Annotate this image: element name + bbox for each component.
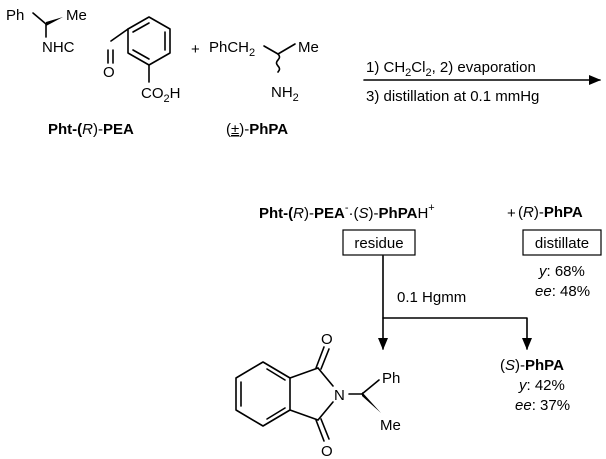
atom-o-top: O <box>321 331 333 348</box>
reactant-pht-r-pea: Ph Me NHC O CO2H Pht-(R)-PEA <box>6 7 180 138</box>
wedge-bond-me <box>46 17 63 26</box>
atom-phch2: PhCH2 <box>209 39 255 59</box>
bond-ch-to-ph <box>361 379 380 395</box>
bond-c-top <box>289 367 319 379</box>
bond-co-bot-1 <box>315 419 325 442</box>
wavy-bond-nh2 <box>275 53 281 73</box>
atom-n: N <box>334 387 345 404</box>
residue-label: residue <box>354 235 403 252</box>
bond-ch-to-me <box>277 43 296 55</box>
distillate-label: distillate <box>535 235 589 252</box>
atom-nh2: NH2 <box>271 84 299 104</box>
bond-stereo-to-ph <box>32 12 47 25</box>
bond-ring-to-amide-c <box>110 28 129 42</box>
condition-line-1: 1) CH2Cl2, 2) evaporation <box>366 59 536 79</box>
bond-c-bottom <box>289 409 319 421</box>
atom-me-product: Me <box>380 417 401 434</box>
atom-co2h: CO2H <box>141 85 180 105</box>
residue-box <box>342 229 416 256</box>
r-phpa-yield: y: 68% <box>538 263 585 280</box>
compound-name-phpa: (±)-PhPA <box>226 121 288 138</box>
bond-co-bot-2 <box>320 418 330 440</box>
product-benzene-ring <box>235 361 291 427</box>
atom-o-bottom: O <box>321 443 333 459</box>
plus-sign-2: + <box>507 205 516 222</box>
s-phpa-label: (S)-PhPA <box>500 357 564 374</box>
reactant1-benzene-ring <box>127 16 171 66</box>
r-phpa-label: (R)-PhPA <box>518 204 583 221</box>
product-phthalimide: O N Ph Me O <box>235 331 401 459</box>
wedge-bond-product-me <box>362 392 381 413</box>
s-phpa-yield: y: 42% <box>518 377 565 394</box>
bond-ch2-to-ch <box>263 45 279 55</box>
compound-name-pht-r-pea: Pht-(R)-PEA <box>48 121 134 138</box>
atom-me: Me <box>66 7 87 24</box>
atom-carbonyl-o: O <box>103 64 115 81</box>
bond-ctop-n <box>317 367 334 387</box>
s-phpa-ee: ee: 37% <box>515 397 570 414</box>
distillate-box <box>522 229 602 256</box>
r-phpa-ee: ee: 48% <box>535 283 590 300</box>
reactant-racemic-phpa: PhCH2 Me NH2 (±)-PhPA <box>209 39 319 138</box>
pressure-label: 0.1 Hgmm <box>397 289 466 306</box>
salt-label: Pht-(R)-PEA-·(S)-PhPAH+ <box>259 202 435 222</box>
bond-cbot-n <box>317 401 334 421</box>
atom-ph: Ph <box>6 7 24 24</box>
bond-co-top-2 <box>320 348 330 370</box>
bond-co-top-1 <box>315 346 325 369</box>
plus-sign: + <box>191 41 200 58</box>
atom-me2: Me <box>298 39 319 56</box>
branch-arrow-to-s-phpa <box>382 317 532 350</box>
atom-nhc: NHC <box>42 39 75 56</box>
atom-ph-product: Ph <box>382 370 400 387</box>
condition-line-2: 3) distillation at 0.1 mmHg <box>366 88 539 105</box>
